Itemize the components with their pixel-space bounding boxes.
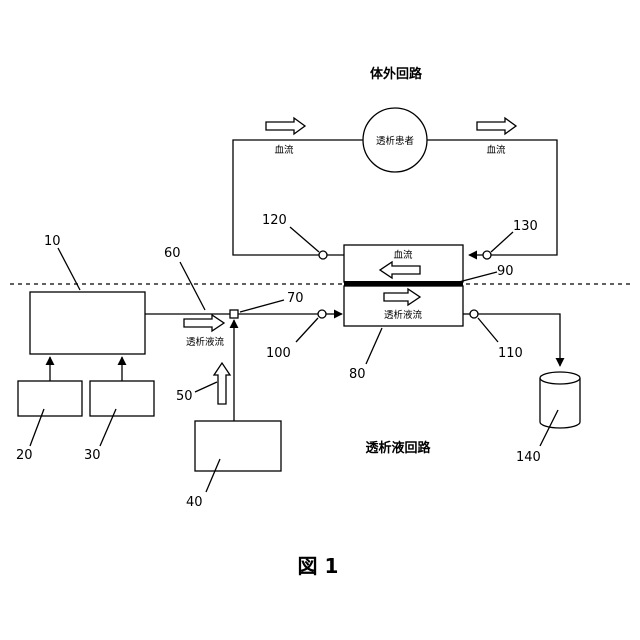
ref-20: 20 — [16, 448, 33, 463]
ref-130: 130 — [513, 219, 538, 234]
ref-110: 110 — [498, 346, 523, 361]
leader-130 — [491, 232, 513, 252]
patient-label: 透析患者 — [376, 135, 414, 147]
leader-60 — [180, 262, 205, 310]
leader-120 — [290, 227, 319, 252]
ref-60: 60 — [164, 246, 181, 261]
dialysate-circuit-title: 透析液回路 — [365, 440, 431, 456]
blood-flow-arrow-left — [266, 118, 305, 134]
leader-80 — [366, 328, 382, 364]
ref-90: 90 — [497, 264, 514, 279]
blood-flow-label-left: 血流 — [274, 144, 294, 156]
sensor-130 — [483, 251, 491, 259]
unit-20 — [18, 381, 82, 416]
ref-120: 120 — [262, 213, 287, 228]
unit-30 — [90, 381, 154, 416]
dialysate-inlet-arrow — [184, 315, 224, 331]
ref-80: 80 — [349, 367, 366, 382]
drain-container-140 — [540, 372, 580, 428]
dialyzer-dialysate-label: 透析液流 — [384, 309, 423, 321]
leader-110 — [478, 318, 498, 342]
dialyzer-membrane — [344, 281, 463, 286]
supply-flow-arrow-50 — [214, 363, 230, 404]
dialysate-inlet-label: 透析液流 — [186, 336, 225, 348]
blood-supply-line — [427, 140, 557, 255]
ref-70: 70 — [287, 291, 304, 306]
ref-30: 30 — [84, 448, 101, 463]
sensor-100 — [318, 310, 326, 318]
leader-50 — [195, 382, 217, 392]
dialyzer-blood-label: 血流 — [393, 249, 413, 261]
extracorporeal-circuit-title: 体外回路 — [370, 66, 423, 82]
leader-70 — [240, 300, 284, 312]
blood-flow-arrow-right — [477, 118, 516, 134]
blood-flow-label-right: 血流 — [486, 144, 506, 156]
sensor-110 — [470, 310, 478, 318]
leader-100 — [296, 318, 318, 342]
unit-10 — [30, 292, 145, 354]
ref-50: 50 — [176, 389, 193, 404]
figure-caption: 図 1 — [298, 554, 339, 578]
ref-10: 10 — [44, 234, 61, 249]
ref-40: 40 — [186, 495, 203, 510]
ref-100: 100 — [266, 346, 291, 361]
unit-40 — [195, 421, 281, 471]
sensor-120 — [319, 251, 327, 259]
blood-return-line — [233, 140, 363, 255]
mixing-point-70 — [230, 310, 238, 318]
ref-140: 140 — [516, 450, 541, 465]
